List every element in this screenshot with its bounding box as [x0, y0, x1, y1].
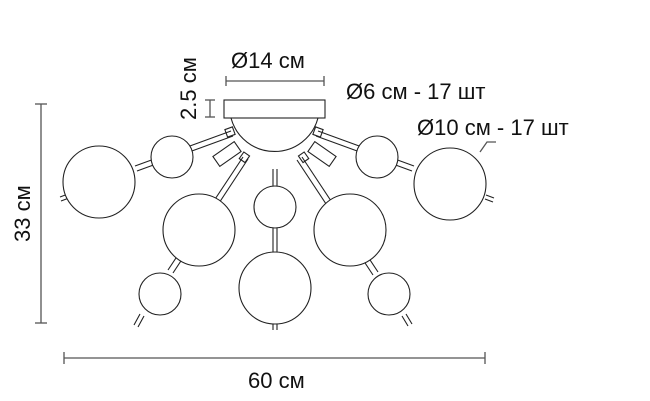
total-height-label: 33 см — [10, 185, 35, 242]
canopy-height-label: 2.5 см — [176, 57, 201, 120]
small-spheres-label: Ø6 см - 17 шт — [346, 79, 486, 104]
large-spheres-label: Ø10 см - 17 шт — [417, 115, 569, 140]
spheres — [62, 135, 487, 325]
canopy — [223, 99, 326, 153]
sockets — [212, 126, 337, 168]
canopy-diameter-label: Ø14 см — [231, 48, 305, 73]
total-width-label: 60 см — [248, 368, 305, 393]
dimension-lines — [35, 76, 496, 364]
